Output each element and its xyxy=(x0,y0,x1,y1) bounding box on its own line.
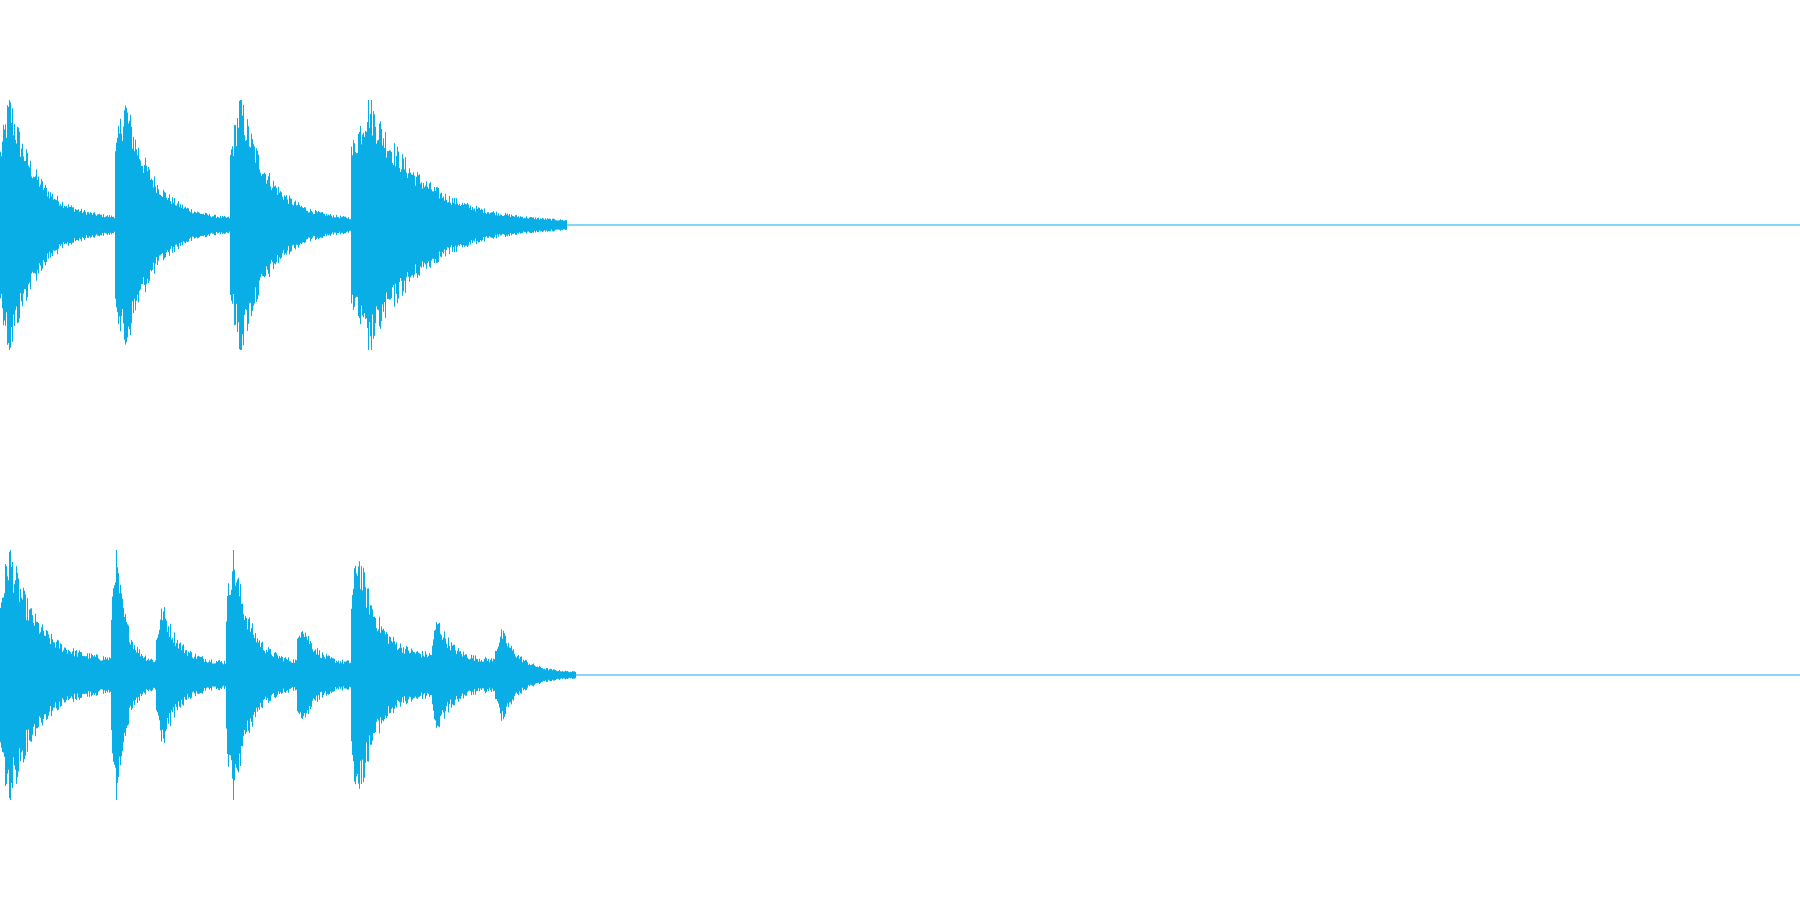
channel-left-waveform xyxy=(0,100,1800,350)
channel-left-envelope xyxy=(0,100,567,350)
channel-right-waveform xyxy=(0,550,1800,800)
channel-right-envelope xyxy=(0,550,576,800)
